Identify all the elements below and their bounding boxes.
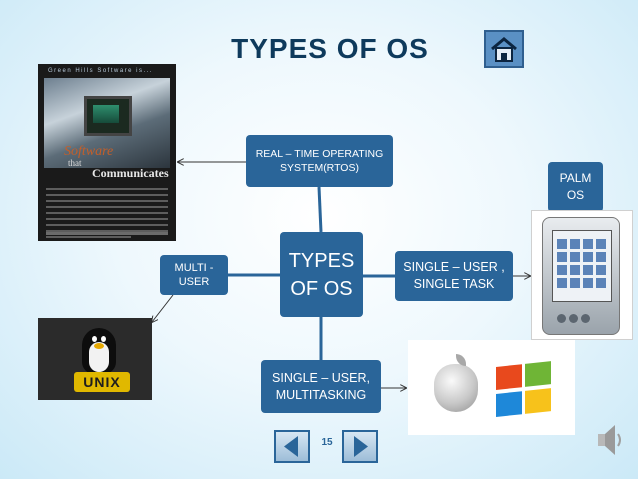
audio-button[interactable] <box>596 420 624 460</box>
poster-brand-text: Green Hills Software is... <box>48 68 154 74</box>
previous-slide-button[interactable] <box>274 430 310 463</box>
multi-user-box: MULTI - USER <box>160 255 228 295</box>
unix-image: UNIX <box>38 318 152 400</box>
pda-body <box>542 217 620 335</box>
page-number: 15 <box>321 437 333 448</box>
windows-logo-icon <box>496 361 552 417</box>
home-icon <box>491 37 517 62</box>
slide-title: TYPES OF OS <box>231 33 429 64</box>
arrow-left-icon <box>284 436 298 457</box>
palm-os-label: PALM OS <box>559 171 592 202</box>
unix-label: UNIX <box>74 372 130 392</box>
single-task-label: SINGLE – USER , SINGLE TASK <box>403 260 505 291</box>
speaker-icon <box>598 425 621 455</box>
arrow-right-icon <box>354 436 368 457</box>
poster-that-text: that <box>68 158 82 168</box>
pda-app-grid <box>557 239 607 288</box>
rtos-box: REAL – TIME OPERATING SYSTEM(RTOS) <box>246 135 393 187</box>
poster-device-screen <box>84 96 132 136</box>
os-logos-image <box>408 340 575 435</box>
rtos-poster-image: Green Hills Software is... Software that… <box>38 64 176 241</box>
palm-os-box: PALM OS <box>548 162 603 212</box>
multi-user-label: MULTI - USER <box>174 261 214 288</box>
penguin-belly <box>89 342 109 372</box>
rtos-label: REAL – TIME OPERATING SYSTEM(RTOS) <box>255 147 384 174</box>
multitasking-label: SINGLE – USER, MULTITASKING <box>272 370 370 402</box>
home-button[interactable] <box>484 30 524 68</box>
penguin-eye-right <box>101 336 106 342</box>
penguin-eye-left <box>92 336 97 342</box>
single-user-single-task-box: SINGLE – USER , SINGLE TASK <box>395 251 513 301</box>
connector-center-rtos <box>317 186 323 233</box>
penguin-beak <box>94 343 104 349</box>
arrow-multiuser-unix <box>152 294 174 322</box>
apple-leaf <box>456 354 466 366</box>
poster-body-text <box>46 188 168 241</box>
poster-software-text: Software <box>64 144 114 159</box>
apple-logo-icon <box>434 364 478 412</box>
center-label: TYPES OF OS <box>288 249 355 300</box>
poster-headline: Communicates <box>92 166 169 180</box>
poster-footer <box>46 232 168 235</box>
center-box: TYPES OF OS <box>280 232 363 317</box>
pda-buttons <box>557 310 605 324</box>
next-slide-button[interactable] <box>342 430 378 463</box>
palm-device-image <box>531 210 633 340</box>
single-user-multitasking-box: SINGLE – USER, MULTITASKING <box>261 360 381 413</box>
pda-screen <box>552 230 612 302</box>
